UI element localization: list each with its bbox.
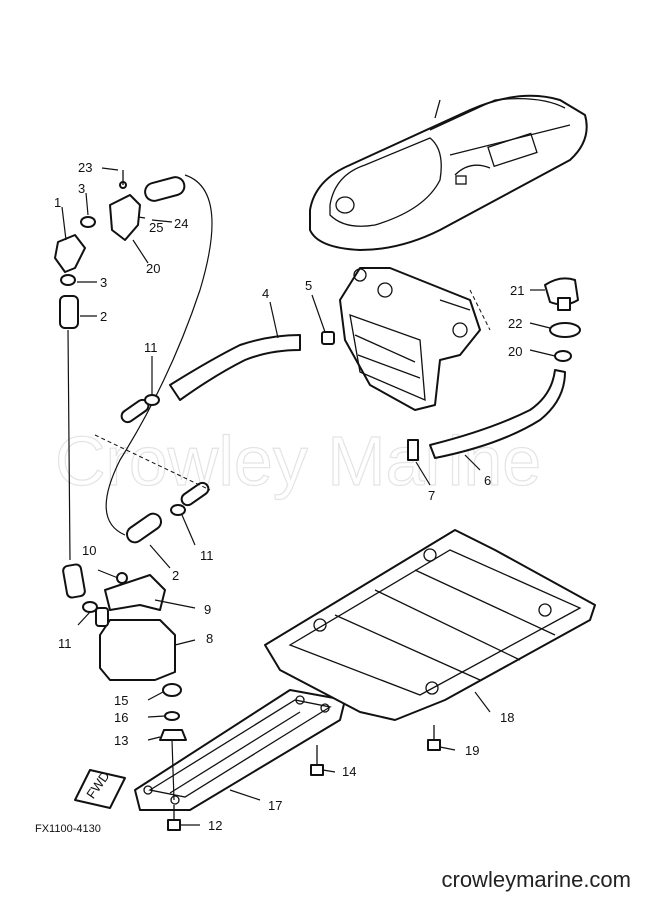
callout-2-lower: 2: [172, 568, 179, 583]
hose-4: [169, 334, 301, 401]
drain-plug-assembly: [544, 277, 581, 362]
bolt-19: [427, 725, 441, 751]
water-box-nipple: [95, 607, 109, 627]
callout-19: 19: [465, 743, 479, 758]
callout-13: 13: [114, 733, 128, 748]
callout-7: 7: [428, 488, 435, 503]
callout-8: 8: [206, 631, 213, 646]
callout-3-upper: 3: [78, 181, 85, 196]
bracket-9: [104, 574, 166, 611]
drawing-code: FX1100-4130: [35, 823, 101, 835]
callout-2-upper: 2: [100, 309, 107, 324]
callout-16: 16: [114, 710, 128, 725]
fwd-arrow-icon: FWD: [74, 769, 126, 809]
callout-3-lower: 3: [100, 275, 107, 290]
bolt-14: [310, 745, 324, 776]
screw-10: [116, 572, 128, 584]
callout-1: 1: [54, 195, 61, 210]
water-box-8: [99, 619, 176, 681]
vent-tube: [105, 174, 213, 536]
check-valve-assembly: [109, 170, 186, 241]
fitting-7: [407, 439, 419, 461]
callout-17: 17: [268, 798, 282, 813]
washer-16: [164, 711, 180, 721]
clamp-5: [321, 331, 335, 345]
hose-piece-lower: [125, 512, 163, 544]
callout-14: 14: [342, 764, 356, 779]
callout-11-upper: 11: [144, 340, 158, 355]
callout-leaders: [61, 167, 556, 826]
callout-20-right: 20: [508, 344, 522, 359]
callout-22: 22: [508, 316, 522, 331]
collar-13: [159, 729, 187, 741]
callout-23: 23: [78, 160, 92, 175]
hose-2-lower: [62, 563, 86, 599]
callout-4: 4: [262, 286, 269, 301]
site-url: crowleymarine.com: [441, 867, 632, 892]
clamp-11-c: [82, 601, 98, 613]
callout-9: 9: [204, 602, 211, 617]
clamp-11-a: [144, 394, 160, 406]
callout-11-mid: 11: [200, 548, 214, 563]
grommet-15: [162, 683, 182, 697]
callout-11-lower: 11: [58, 636, 72, 651]
callout-20-upper: 20: [146, 261, 160, 276]
callout-15: 15: [114, 693, 128, 708]
jet-pump-housing: [339, 267, 491, 411]
callout-10: 10: [82, 543, 96, 558]
upper-left-fittings: [54, 216, 96, 329]
callout-18: 18: [500, 710, 514, 725]
callout-24: 24: [174, 216, 188, 231]
hose-piece-mid: [180, 481, 210, 507]
clamp-11-b: [170, 504, 186, 516]
callout-12: 12: [208, 818, 222, 833]
callout-labels: 23 3 1 24 25 20 3 2 4 5 21 22 20 11 7 6 …: [54, 160, 524, 833]
hose-6: [429, 369, 566, 459]
callout-6: 6: [484, 473, 491, 488]
callout-25: 25: [149, 220, 163, 235]
callout-5: 5: [305, 278, 312, 293]
callout-21: 21: [510, 283, 524, 298]
watercraft-overview: [309, 94, 588, 251]
